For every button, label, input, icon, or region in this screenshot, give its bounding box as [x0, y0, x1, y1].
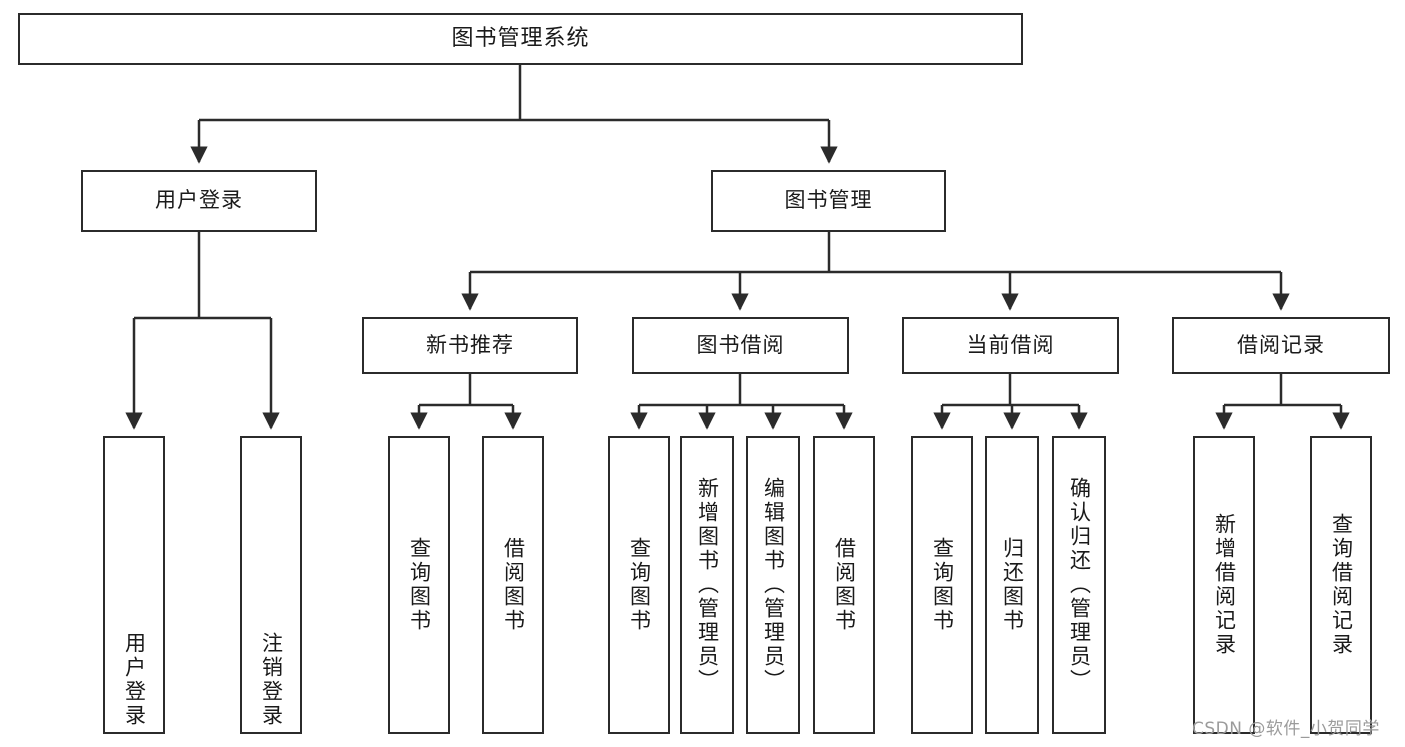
leaf-query-book-borrow[interactable]: 查询图书	[608, 436, 670, 734]
leaf-query-borrow-record[interactable]: 查询借阅记录	[1310, 436, 1372, 734]
node-label: 用户登录	[155, 188, 243, 213]
node-user-login[interactable]: 用户登录	[81, 170, 317, 232]
node-root[interactable]: 图书管理系统	[18, 13, 1023, 65]
leaf-query-book-current[interactable]: 查询图书	[911, 436, 973, 734]
node-label: 当前借阅	[966, 332, 1055, 357]
node-label: 新增图书（管理员）	[695, 477, 720, 693]
leaf-borrow-book-rec[interactable]: 借阅图书	[482, 436, 544, 734]
node-book-borrow[interactable]: 图书借阅	[632, 317, 849, 374]
node-label: 查询图书	[407, 537, 432, 633]
node-label: 查询借阅记录	[1329, 513, 1354, 657]
node-label: 图书借阅	[696, 332, 785, 357]
node-label: 用户登录	[122, 632, 147, 728]
leaf-edit-book-admin[interactable]: 编辑图书（管理员）	[746, 436, 800, 734]
node-label: 图书管理系统	[451, 25, 590, 51]
node-borrow-record[interactable]: 借阅记录	[1172, 317, 1390, 374]
node-label: 借阅记录	[1237, 332, 1325, 357]
node-label: 新书推荐	[426, 332, 514, 357]
node-label: 查询图书	[930, 537, 955, 633]
node-label: 借阅图书	[501, 537, 526, 633]
leaf-user-login[interactable]: 用户登录	[103, 436, 165, 734]
node-label: 新增借阅记录	[1212, 513, 1237, 657]
leaf-borrow-book[interactable]: 借阅图书	[813, 436, 875, 734]
node-current-borrow[interactable]: 当前借阅	[902, 317, 1119, 374]
leaf-add-book-admin[interactable]: 新增图书（管理员）	[680, 436, 734, 734]
csdn-watermark: CSDN @软件_小贺同学	[1192, 719, 1380, 739]
node-book-management[interactable]: 图书管理	[711, 170, 946, 232]
node-label: 查询图书	[627, 537, 652, 633]
node-new-book-recommend[interactable]: 新书推荐	[362, 317, 578, 374]
leaf-confirm-return-admin[interactable]: 确认归还（管理员）	[1052, 436, 1106, 734]
leaf-logout-login[interactable]: 注销登录	[240, 436, 302, 734]
node-label: 借阅图书	[832, 537, 857, 633]
node-label: 注销登录	[259, 632, 284, 728]
node-label: 编辑图书（管理员）	[761, 477, 786, 693]
leaf-return-book[interactable]: 归还图书	[985, 436, 1039, 734]
leaf-query-book-rec[interactable]: 查询图书	[388, 436, 450, 734]
node-label: 确认归还（管理员）	[1067, 477, 1092, 693]
node-label: 归还图书	[1000, 537, 1025, 633]
leaf-add-borrow-record[interactable]: 新增借阅记录	[1193, 436, 1255, 734]
node-label: 图书管理	[784, 188, 873, 213]
